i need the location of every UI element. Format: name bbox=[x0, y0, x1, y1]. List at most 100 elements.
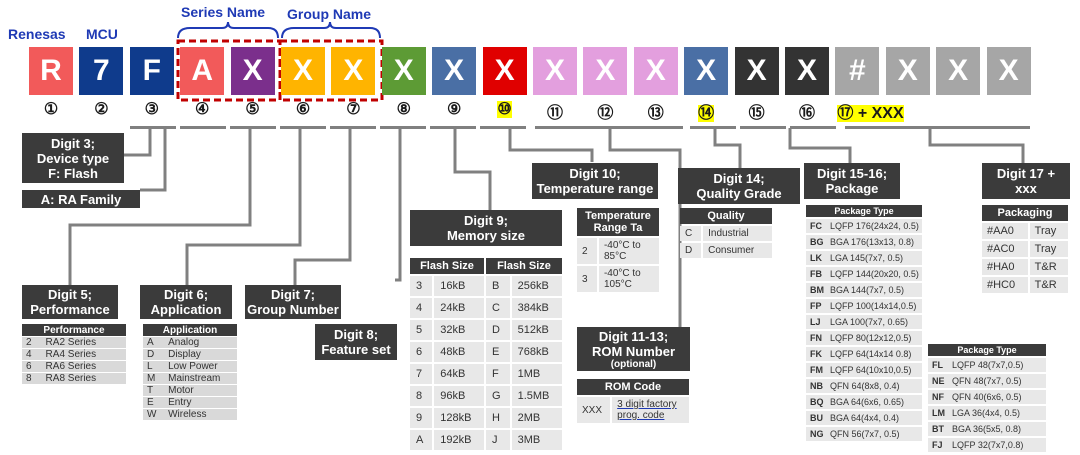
package1-desc: LQFP 64(10x10,0.5) bbox=[830, 365, 912, 375]
package1-desc: QFN 64(8x8, 0.4) bbox=[830, 381, 900, 391]
package1-code: LJ bbox=[810, 317, 821, 327]
underline-bar bbox=[480, 126, 526, 129]
letter-box-11: X bbox=[533, 47, 577, 95]
digit5-box: Digit 5; Performance bbox=[22, 285, 118, 319]
connector-d14 bbox=[713, 128, 742, 168]
letter-box-14: X bbox=[684, 47, 729, 95]
package2-code: NE bbox=[932, 376, 945, 386]
package1-code: FC bbox=[810, 221, 822, 231]
digit17-box: Digit 17 + xxx bbox=[982, 163, 1070, 199]
digit-number-12: ⑫ bbox=[597, 105, 614, 122]
application-cell: W bbox=[143, 408, 165, 420]
digit10-text: Digit 10; Temperature range bbox=[536, 166, 654, 196]
package2-code: FL bbox=[932, 360, 943, 370]
digit-number-6: ⑥ bbox=[295, 101, 311, 118]
digit-number-2: ② bbox=[94, 101, 109, 118]
performance-cell: 8 bbox=[22, 372, 42, 384]
package1-desc: LQFP 176(24x24, 0.5) bbox=[830, 221, 919, 231]
underline-bar bbox=[130, 126, 176, 129]
memory-cell: C bbox=[485, 298, 510, 318]
digit-number-cell-2: ② bbox=[89, 99, 113, 119]
package1-desc: LQFP 144(20x20, 0.5) bbox=[830, 269, 919, 279]
digit-number-11: ⑪ bbox=[546, 105, 563, 122]
digit-number-cell-6: ⑥ bbox=[291, 99, 315, 119]
package1-desc: BGA 64(4x4, 0.4) bbox=[830, 413, 900, 423]
temperature-row: 3-40°C to 105°C bbox=[577, 266, 659, 292]
digit15-text: Digit 15-16; Package bbox=[816, 166, 888, 196]
connector-d5 bbox=[68, 128, 252, 285]
digit-number-14: ⑭ bbox=[698, 105, 715, 122]
temperature-header: Temperature Range Ta bbox=[577, 208, 659, 236]
packaging-cell: #AA0 bbox=[982, 223, 1028, 239]
connector-d6 bbox=[185, 128, 302, 285]
temperature-cell: 2 bbox=[577, 238, 597, 264]
digit11-optional: (optional) bbox=[610, 358, 657, 370]
package1-desc: BGA 176(13x13, 0.8) bbox=[830, 237, 915, 247]
letter-box-1: R bbox=[29, 47, 73, 95]
letter-box-5: X bbox=[230, 47, 275, 95]
application-cell: A bbox=[143, 336, 165, 349]
series-name-label: Series Name bbox=[181, 4, 266, 20]
digit9-box: Digit 9; Memory size bbox=[410, 210, 562, 246]
digit-number-cell-17: ⑰ + XXX bbox=[837, 99, 917, 123]
performance-cell: 6 bbox=[22, 360, 42, 373]
temperature-cell: 3 bbox=[577, 266, 597, 292]
application-cell: M bbox=[143, 372, 165, 385]
digit-number-7: ⑦ bbox=[346, 101, 361, 118]
quality-cell: Industrial bbox=[703, 226, 772, 241]
memory-cell: 64kB bbox=[434, 364, 484, 384]
package2-header: Package Type bbox=[928, 344, 1046, 356]
packaging-cell: #AC0 bbox=[982, 241, 1028, 257]
letter-box-6: X bbox=[281, 47, 325, 95]
digit-number-cell-11: ⑪ bbox=[543, 99, 567, 123]
quality-header: Quality bbox=[680, 208, 772, 224]
digit-number-4: ④ bbox=[195, 101, 210, 118]
package1-code: NG bbox=[810, 429, 824, 439]
package1-code: BU bbox=[810, 413, 823, 423]
packaging-cell: Tray bbox=[1029, 223, 1068, 239]
digit-number-cell-13: ⑬ bbox=[644, 99, 668, 123]
packaging-cell: #HA0 bbox=[982, 259, 1028, 275]
package2-desc: QFN 40(6x6, 0.5) bbox=[952, 392, 1022, 402]
digit-number-10: ⑩ bbox=[497, 101, 512, 118]
package1-code: FK bbox=[810, 349, 822, 359]
letter-box-16: X bbox=[785, 47, 829, 95]
performance-header: Performance bbox=[22, 324, 126, 337]
package1-code: BQ bbox=[810, 397, 824, 407]
packaging-cell: T&R bbox=[1029, 259, 1068, 275]
package1-desc: LGA 145(7x7, 0.5) bbox=[830, 253, 904, 263]
performance-cell: RA2 Series bbox=[41, 336, 126, 349]
digit-number-8: ⑧ bbox=[396, 101, 411, 118]
memory-cell: 96kB bbox=[434, 386, 484, 406]
digit15-box: Digit 15-16; Package bbox=[804, 163, 900, 199]
packaging-cell: #HC0 bbox=[982, 277, 1028, 293]
connector-d7 bbox=[293, 128, 352, 285]
letter-box-19: X bbox=[936, 47, 981, 95]
digit6-box: Digit 6; Application bbox=[140, 285, 232, 319]
package1-desc: LGA 100(7x7, 0.65) bbox=[830, 317, 909, 327]
application-cell: D bbox=[143, 348, 165, 361]
memory-cell: F bbox=[485, 364, 510, 384]
memory-cell: A bbox=[410, 430, 433, 450]
